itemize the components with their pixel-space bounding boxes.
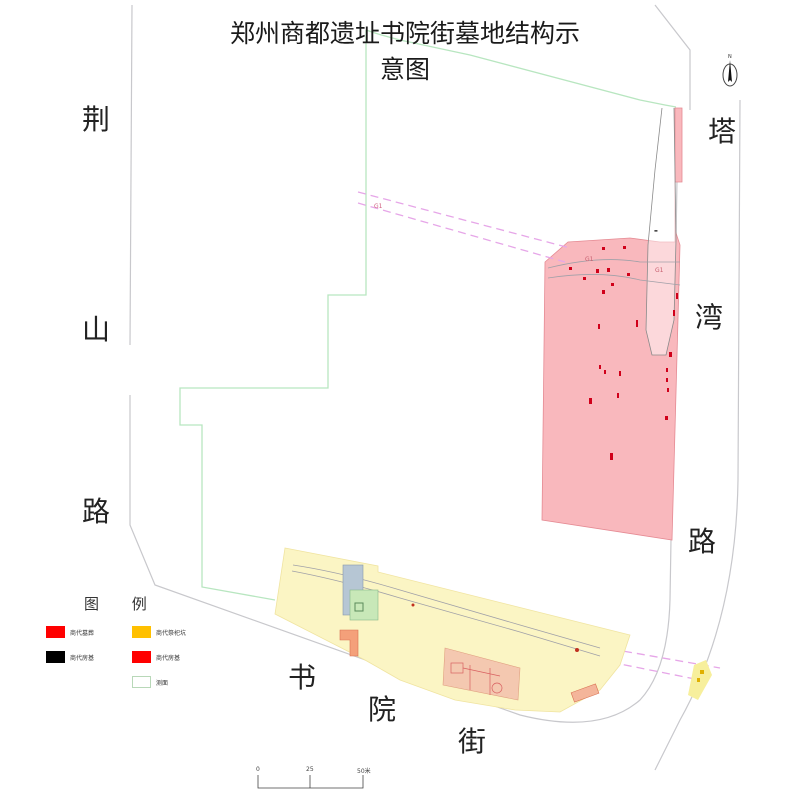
svg-text:▬: ▬ (654, 228, 658, 233)
trench-label: G1 (655, 267, 664, 274)
street-label-east-3: 路 (688, 525, 717, 558)
scale-label-50: 50米 (357, 768, 371, 775)
legend-title: 图 例 (84, 595, 161, 613)
trench-label: G1 (585, 256, 594, 263)
svg-text:N: N (728, 54, 732, 60)
trench-label: G1 (374, 203, 383, 210)
map-legend: 图 例 商代墓葬 商代祭祀坑 商代房基 商代房基 测面 (44, 593, 214, 703)
street-label-south-3: 街 (458, 725, 487, 758)
road-boundaries (129, 4, 741, 771)
street-label-east-2: 湾 (695, 301, 724, 334)
street-label-west-3: 路 (82, 495, 111, 528)
legend-swatch (46, 626, 65, 638)
street-label-south-2: 院 (368, 693, 397, 726)
east-crossing-feature (688, 660, 712, 700)
legend-swatch (132, 676, 151, 688)
legend-swatch (132, 651, 151, 663)
street-label-west-2: 山 (82, 313, 111, 346)
north-excavation-area: G1 G1 ▬ (541, 107, 683, 541)
scale-label-0: 0 (256, 766, 260, 773)
legend-item-house-black: 商代房基 (46, 651, 94, 663)
north-arrow-icon: N (722, 54, 738, 87)
legend-swatch (46, 651, 65, 663)
scale-label-25: 25 (306, 766, 314, 773)
tomb-markers (569, 246, 678, 460)
legend-swatch (132, 626, 151, 638)
street-label-south-1: 书 (288, 661, 317, 694)
legend-item-sacrificial-pit: 商代祭祀坑 (132, 626, 186, 638)
legend-item-section: 测面 (132, 676, 168, 688)
south-excavation-area (274, 547, 631, 713)
street-label-west-1: 荆 (82, 103, 111, 136)
map-title: 郑州商都遗址书院街墓地结构示意图 (229, 19, 580, 84)
legend-item-shang-tombs: 商代墓葬 (46, 626, 94, 638)
legend-item-house-red: 商代房基 (132, 651, 180, 663)
street-label-east-1: 塔 (708, 115, 737, 148)
scale-bar-lines (257, 775, 364, 789)
site-boundary (179, 29, 677, 601)
